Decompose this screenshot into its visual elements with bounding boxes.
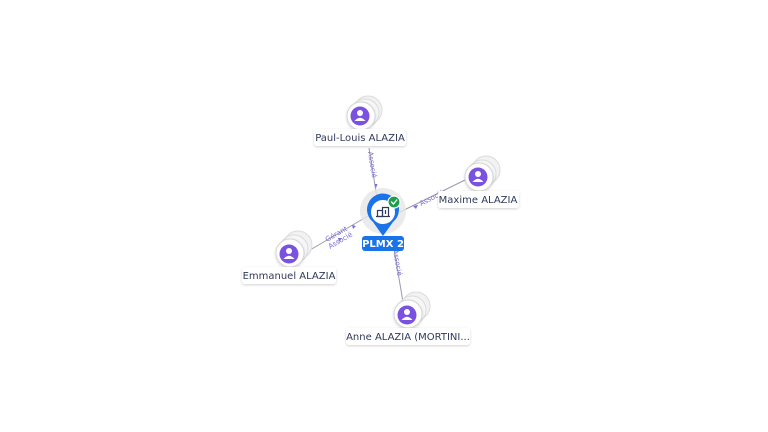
edge-arrows: [338, 184, 418, 242]
person-node-maxime[interactable]: Maxime ALAZIA: [438, 155, 519, 208]
person-label: Paul-Louis ALAZIA: [315, 133, 405, 144]
person-icon: [350, 106, 370, 126]
person-node-anne[interactable]: Anne ALAZIA (MORTINI...: [346, 291, 470, 345]
person-icon: [279, 244, 299, 264]
person-label: Maxime ALAZIA: [439, 195, 518, 206]
person-label: Emmanuel ALAZIA: [243, 271, 336, 282]
building-icon: [376, 206, 390, 218]
arrow-emmanuel-2: [338, 238, 342, 242]
arrow-emmanuel-1: [352, 225, 356, 229]
company-node-center[interactable]: PLMX 2: [360, 188, 406, 251]
arrow-maxime: [413, 205, 418, 209]
edge-label-anne: Associé: [391, 249, 403, 276]
edge-label-paul: Associé: [366, 151, 378, 178]
person-label: Anne ALAZIA (MORTINI...: [346, 332, 470, 343]
arrow-paul: [374, 184, 378, 188]
edge-maxime: [399, 179, 466, 213]
person-node-paul[interactable]: Paul-Louis ALAZIA: [314, 95, 406, 146]
company-label: PLMX 2: [362, 239, 404, 250]
person-node-emmanuel[interactable]: Emmanuel ALAZIA: [242, 230, 336, 284]
edge-emmanuel: [309, 215, 369, 251]
person-icon: [397, 305, 417, 325]
person-icon: [468, 167, 488, 187]
check-icon: [387, 195, 401, 209]
